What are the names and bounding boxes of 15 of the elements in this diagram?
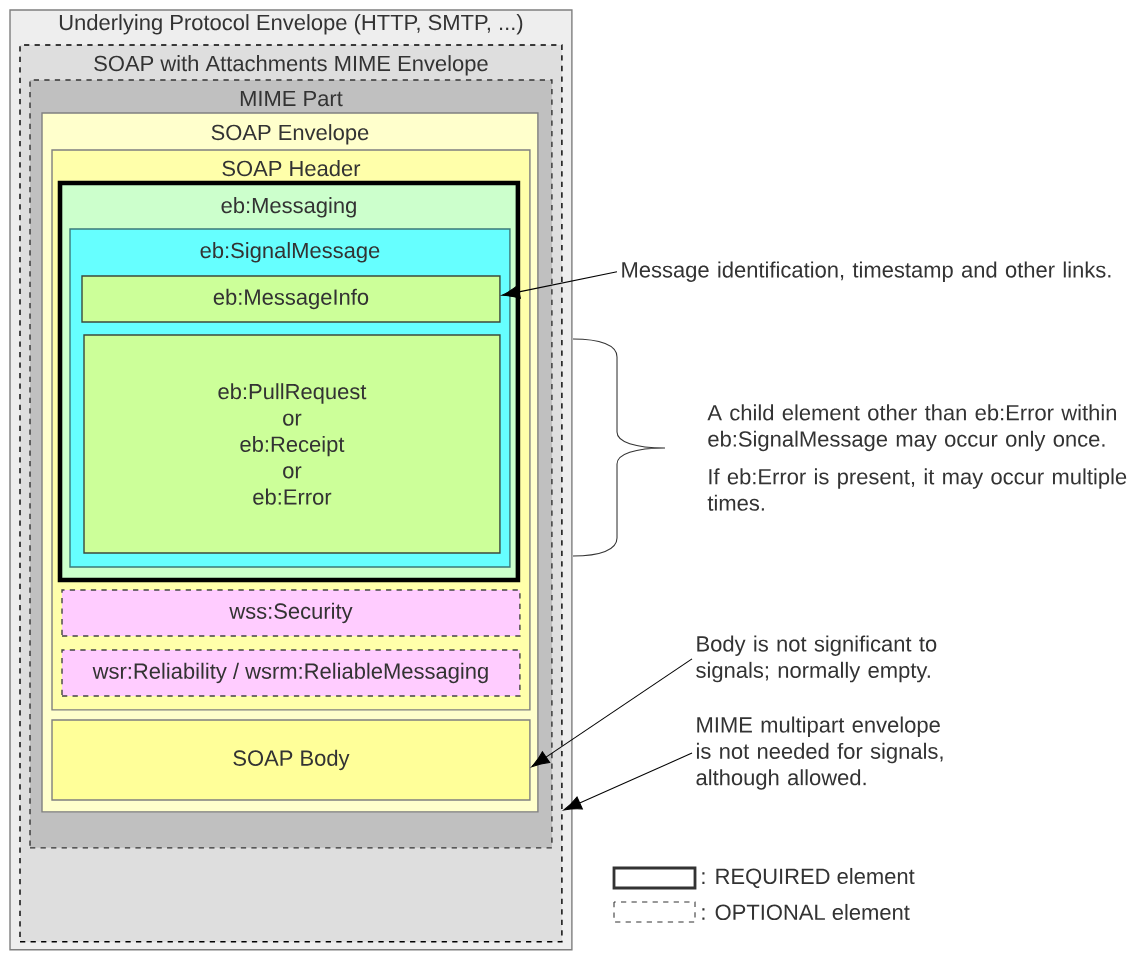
element-box: eb:MessageInfo	[81, 275, 501, 323]
arrow	[531, 658, 693, 768]
annotation-text: Message identification, timestamp and other links.	[622, 261, 1111, 282]
annotation-text: MIME multipart envelope is not needed for signals, although allowed.	[696, 716, 943, 790]
note-text: If eb:Error is present, it may occur multiple times.	[707, 468, 1127, 511]
annotation-text: Body is not significant to signals; normally empty.	[696, 635, 937, 683]
note-text: A child element other than eb:Error within eb:SignalMessage may occur only once.	[707, 404, 1116, 452]
legend-label: : REQUIRED element	[702, 867, 915, 889]
element-box: wss:Security	[61, 589, 521, 637]
legend-label: : OPTIONAL element	[702, 903, 910, 921]
element-box: eb:PullRequest or eb:Receipt or eb:Error	[83, 334, 501, 554]
element-box: wsr:Reliability / wsrm:ReliableMessaging	[61, 649, 521, 697]
arrow	[501, 271, 618, 299]
arrow	[563, 752, 693, 811]
element-box: SOAP Body	[51, 719, 531, 801]
